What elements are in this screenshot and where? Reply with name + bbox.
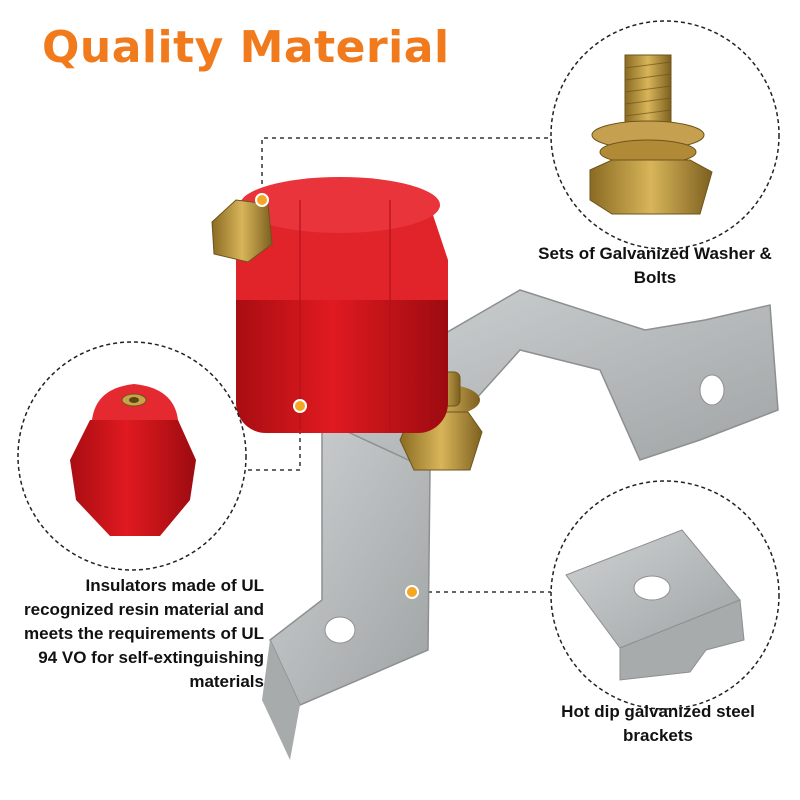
insulator-closeup xyxy=(17,341,247,571)
page-title: Quality Material xyxy=(42,22,450,73)
callout-dots xyxy=(255,193,419,599)
bracket-hole-left xyxy=(324,616,356,644)
caption-insulator: Insulators made of UL recognized resin m… xyxy=(24,576,264,691)
leader-line-insulator xyxy=(246,406,301,471)
bolt-washer-closeup xyxy=(550,20,780,250)
caption-washer-bolts: Sets of Galvanized Washer & Bolts xyxy=(538,244,772,287)
main-insulator xyxy=(211,177,448,433)
caption-bracket: Hot dip galvanized steel brackets xyxy=(561,702,755,745)
bracket-closeup xyxy=(550,480,780,710)
leader-lines xyxy=(246,137,552,593)
bracket-hole-right xyxy=(699,374,725,406)
